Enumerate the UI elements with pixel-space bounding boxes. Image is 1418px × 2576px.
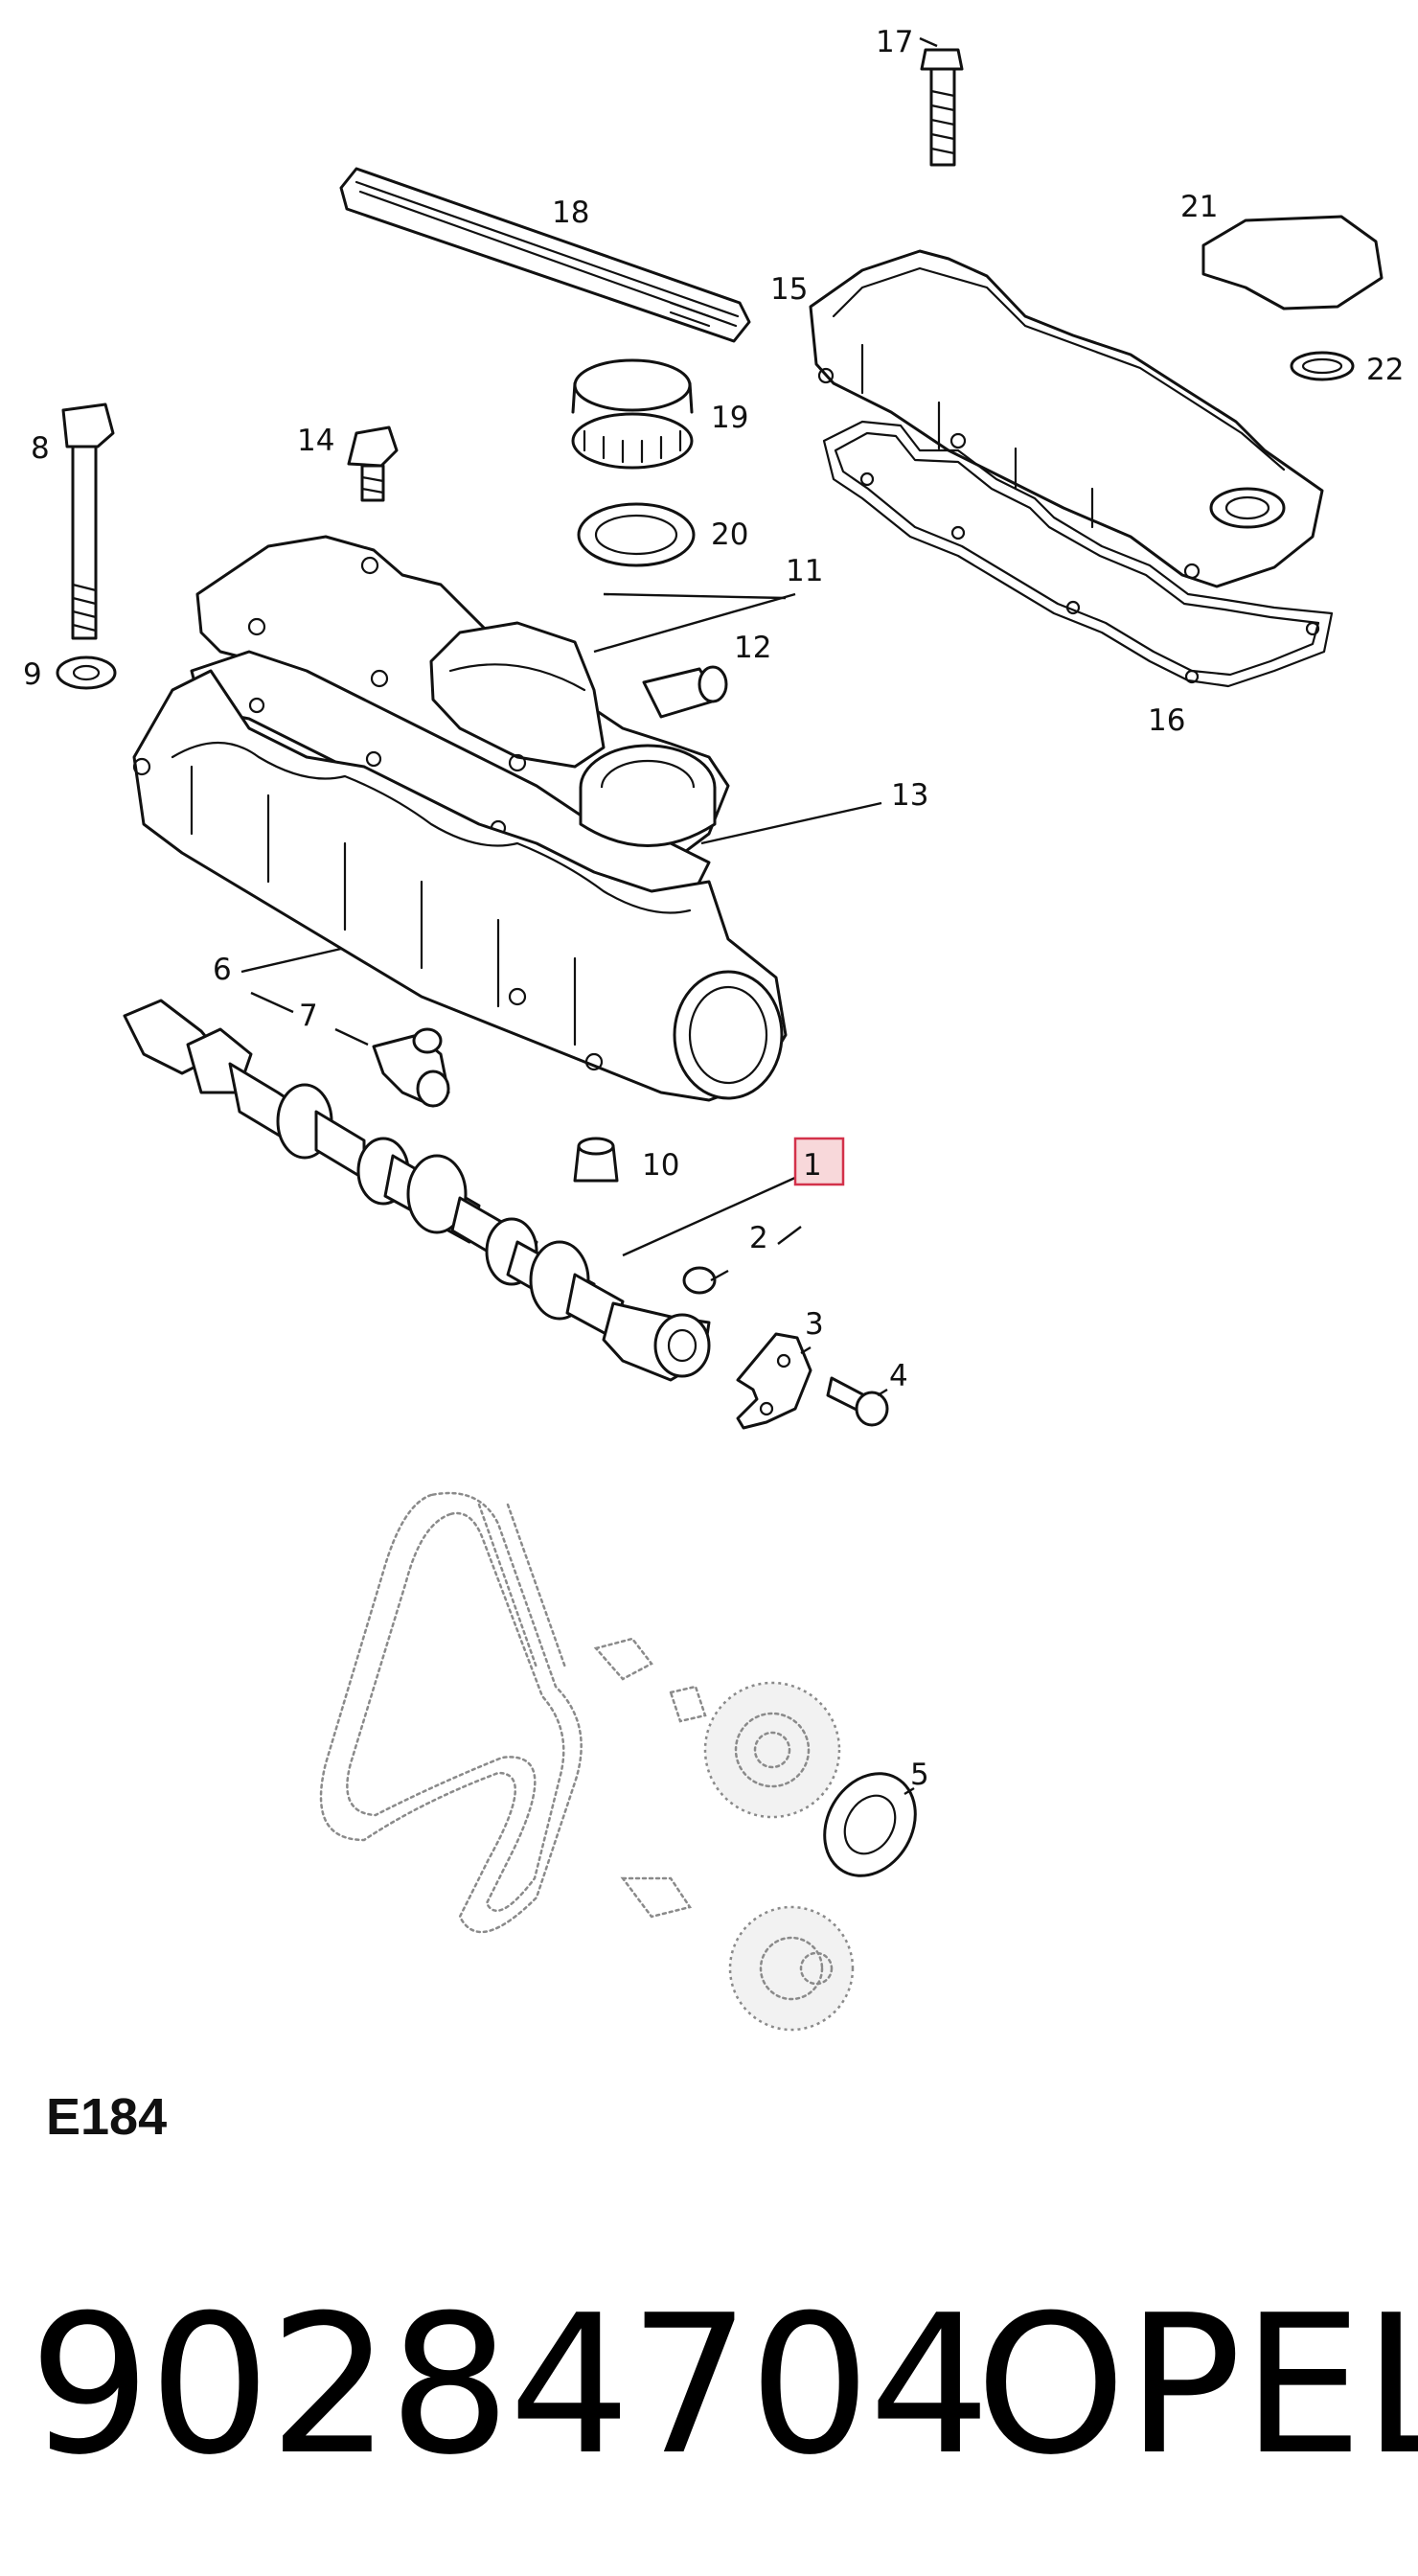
callout-2[interactable]: 2 bbox=[749, 1221, 768, 1255]
callout-18[interactable]: 18 bbox=[552, 196, 589, 230]
part-21-cap bbox=[1201, 215, 1384, 310]
part-12-sleeve bbox=[642, 665, 728, 719]
callout-17[interactable]: 17 bbox=[876, 25, 913, 59]
part-14-bolt bbox=[347, 426, 399, 502]
part-22-seal bbox=[1290, 351, 1355, 381]
part-number: 90284704 bbox=[29, 2274, 991, 2497]
part-3-thrust-plate bbox=[736, 1332, 812, 1430]
brand-name: OPEL bbox=[975, 2274, 1418, 2497]
callout-7[interactable]: 7 bbox=[299, 999, 318, 1033]
part-9-washer bbox=[56, 656, 117, 690]
callout-12[interactable]: 12 bbox=[734, 631, 771, 665]
callout-1-highlight bbox=[793, 1137, 845, 1186]
callout-11[interactable]: 11 bbox=[786, 554, 823, 588]
part-8-long-bolt bbox=[61, 402, 115, 640]
part-16-gasket bbox=[822, 420, 1334, 688]
callout-1[interactable]: 1 bbox=[803, 1148, 822, 1183]
callout-5[interactable]: 5 bbox=[910, 1758, 929, 1792]
drawing-code: E184 bbox=[46, 2088, 168, 2146]
part-5-shaft-seal bbox=[823, 1772, 917, 1877]
part-7-elbow-fitting bbox=[372, 1027, 450, 1108]
leader-lines bbox=[240, 36, 938, 1796]
part-19-oil-cap bbox=[571, 358, 694, 470]
callout-20[interactable]: 20 bbox=[711, 518, 748, 552]
part-10-bush bbox=[573, 1137, 619, 1183]
callout-6[interactable]: 6 bbox=[213, 953, 232, 987]
ghosted-belt-drive bbox=[319, 1491, 855, 2032]
callout-9[interactable]: 9 bbox=[23, 657, 42, 692]
part-17-bolt bbox=[920, 48, 964, 167]
callout-14[interactable]: 14 bbox=[297, 424, 334, 458]
callout-19[interactable]: 19 bbox=[711, 401, 748, 435]
callout-22[interactable]: 22 bbox=[1366, 353, 1404, 387]
part-4-screw bbox=[826, 1376, 889, 1427]
part-1-camshaft bbox=[123, 999, 711, 1382]
callout-3[interactable]: 3 bbox=[805, 1307, 824, 1342]
part-20-oil-cap-seal bbox=[577, 502, 696, 567]
callout-13[interactable]: 13 bbox=[891, 778, 928, 813]
callout-21[interactable]: 21 bbox=[1180, 190, 1218, 224]
part-15-valve-cover bbox=[809, 249, 1324, 588]
part-18-cover-strip bbox=[339, 167, 751, 343]
part-6-camshaft-housing bbox=[132, 669, 788, 1102]
callout-10[interactable]: 10 bbox=[642, 1148, 679, 1183]
callout-labels: 1 2 3 4 5 6 7 8 9 10 11 12 13 14 15 16 1… bbox=[23, 25, 1404, 1792]
callout-16[interactable]: 16 bbox=[1148, 703, 1185, 738]
callout-15[interactable]: 15 bbox=[770, 272, 808, 307]
part-2-o-ring bbox=[682, 1266, 717, 1295]
callout-8[interactable]: 8 bbox=[31, 431, 50, 466]
callout-4[interactable]: 4 bbox=[889, 1359, 908, 1393]
